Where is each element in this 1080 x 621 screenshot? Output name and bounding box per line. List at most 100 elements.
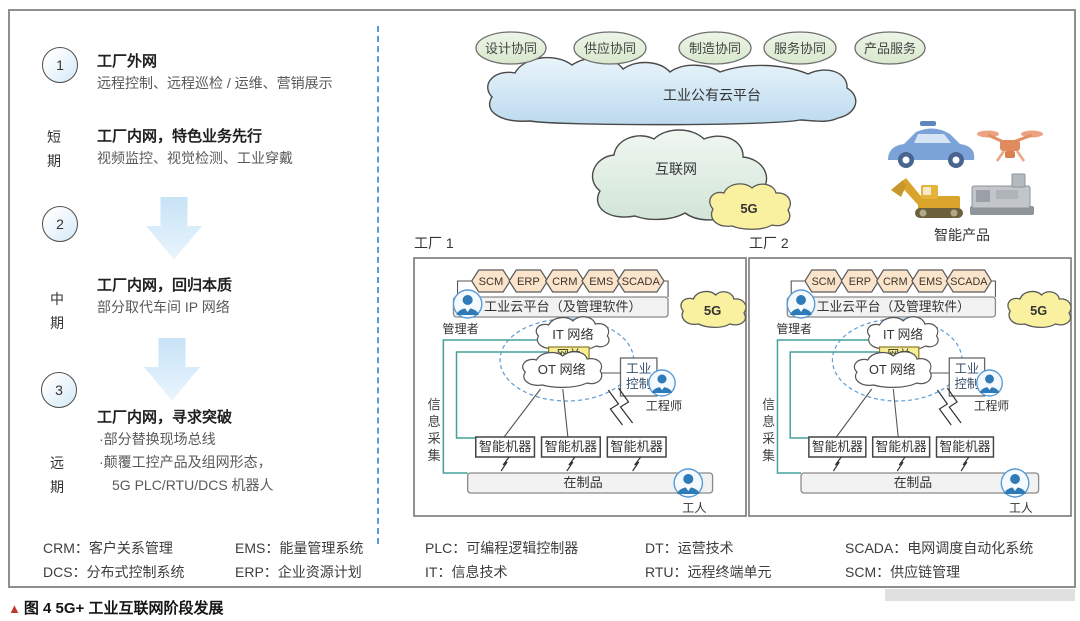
wip-bar [466, 472, 714, 494]
system-label: EMS [589, 276, 613, 288]
industrial-control-label: 控制 [955, 377, 980, 391]
stage1b-title: 工厂内网，特色业务先行 [97, 128, 263, 145]
system-label: SCM [479, 276, 504, 288]
stage3-bullet2: ·颠覆工控产品及组网形态， [99, 454, 272, 470]
svg-text:息: 息 [428, 414, 441, 429]
info-collection-line [789, 351, 885, 439]
step-circle-3: 3 [41, 372, 77, 408]
wireless-link-icon [832, 456, 970, 472]
smart-machine-box [935, 436, 995, 458]
smart-machine-box [871, 436, 931, 458]
svg-text:集: 集 [428, 448, 441, 463]
smart-machine-icon [970, 173, 1034, 215]
stage2-desc: 部分取代车间 IP 网络 [97, 299, 230, 315]
factory-cloud-platform-label: 工业云平台（及管理软件） [484, 299, 642, 314]
figure-caption-text: 图 4 5G+ 工业互联网阶段发展 [23, 600, 224, 617]
manager-label: 管理者 [442, 321, 478, 336]
system-chain: SCM ERP CRM EMS SCADA [470, 269, 665, 293]
cloud-diagram: 工业公有云平台 设计协同 供应协同 制造协同 服务协同 产品服务 互联网 5G [475, 31, 1043, 243]
it-network-cloud [866, 316, 939, 351]
smart-machine-box [540, 436, 602, 458]
step-circle-2: 2 [42, 206, 78, 242]
smart-machine-box [606, 436, 667, 458]
internet-5g-label: 5G [740, 201, 757, 216]
legend-column-2: EMS：能量管理系统 ERP：企业资源计划 [235, 536, 363, 584]
factory-5g-label: 5G [704, 303, 722, 318]
factory-5g-cloud [680, 290, 747, 329]
ot-network-label: OT 网络 [538, 362, 586, 377]
system-label: ERP [517, 276, 540, 288]
legend-item: PLC：可编程逻辑控制器 [425, 540, 579, 556]
step-circle-1: 1 [42, 47, 78, 83]
industrial-control-label: 控制 [626, 377, 651, 391]
smart-car-icon [888, 121, 975, 168]
smart-machine-box [474, 436, 536, 458]
wip-label: 在制品 [894, 475, 932, 490]
legend-item: DCS：分布式控制系统 [43, 564, 185, 580]
smart-products-label: 智能产品 [934, 227, 990, 243]
lightning-link-icon [607, 389, 623, 426]
svg-text:信: 信 [428, 397, 441, 412]
info-collection-label: 信 息 采 集 [762, 397, 775, 463]
svg-text:信: 信 [762, 397, 775, 412]
factory-name: 工厂 2 [749, 235, 789, 251]
down-arrow-icon [146, 197, 202, 261]
public-cloud-shape [487, 57, 857, 126]
info-collection-line [776, 339, 871, 474]
watermark-bar [885, 589, 1075, 601]
svg-text:集: 集 [762, 448, 775, 463]
figure-marker-icon: ▲ [8, 601, 21, 616]
ot-network-cloud [522, 351, 603, 388]
worker-icon [673, 468, 704, 498]
figure-caption: ▲图 4 5G+ 工业互联网阶段发展 [8, 597, 224, 618]
system-label: SCADA [622, 276, 661, 288]
ot-network-label: OT 网络 [869, 362, 916, 377]
service-oval-product: 产品服务 [854, 31, 926, 65]
engineer-icon [648, 369, 676, 397]
smart-products-icons [888, 121, 1043, 218]
engineer-label: 工程师 [974, 399, 1009, 413]
smart-machine-label: 智能机器 [876, 439, 927, 454]
svg-text:设计协同: 设计协同 [485, 41, 537, 56]
wireless-link-icon [500, 456, 642, 472]
svg-text:供应协同: 供应协同 [584, 41, 636, 56]
public-cloud-label: 工业公有云平台 [663, 87, 761, 103]
ot-network-cloud [853, 351, 932, 388]
down-arrow-icon [144, 338, 200, 402]
legend-item: CRM：客户关系管理 [43, 540, 173, 556]
industrial-control-label: 工业 [955, 362, 980, 376]
step-number: 1 [56, 57, 64, 73]
system-label: CRM [883, 276, 908, 288]
factory-5g-cloud [1007, 290, 1072, 329]
legend-column-5: SCADA：电网调度自动化系统 SCM：供应链管理 [845, 536, 1033, 584]
wip-label: 在制品 [563, 475, 602, 490]
factory-panel: 工厂 2 SCM ERP CRM EMS SCADA 工业云平台（及管理软件 [748, 235, 1072, 518]
system-label: CRM [552, 276, 577, 288]
it-network-label: IT 网络 [552, 327, 593, 342]
legend-column-1: CRM：客户关系管理 DCS：分布式控制系统 [43, 536, 185, 584]
svg-text:服务协同: 服务协同 [774, 41, 826, 56]
legend-item: ERP：企业资源计划 [235, 564, 362, 580]
stage1b-desc: 视频监控、视觉检测、工业穿戴 [97, 150, 293, 166]
industrial-control-label: 工业 [626, 362, 651, 376]
it-network-cloud [535, 316, 610, 351]
dashed-divider [377, 26, 379, 544]
service-oval-design: 设计协同 [475, 31, 547, 65]
stage2-title: 工厂内网，回归本质 [97, 277, 233, 294]
it-network-label: IT 网络 [883, 327, 923, 342]
stage3-bullet3: 5G PLC/RTU/DCS 机器人 [112, 477, 274, 493]
period-short-term: 短期 [47, 129, 61, 169]
stage3-title: 工厂内网，寻求突破 [97, 409, 233, 426]
svg-text:制造协同: 制造协同 [689, 41, 741, 56]
smart-machine-label: 智能机器 [939, 439, 990, 454]
smart-machine-label: 智能机器 [479, 439, 532, 454]
svg-text:采: 采 [762, 431, 775, 446]
svg-text:产品服务: 产品服务 [864, 41, 916, 56]
period-mid-term: 中期 [50, 291, 64, 331]
service-oval-service: 服务协同 [763, 31, 837, 65]
manager-label: 管理者 [776, 322, 811, 336]
system-label: SCADA [950, 276, 988, 288]
legend-column-3: PLC：可编程逻辑控制器 IT：信息技术 [425, 536, 578, 584]
smart-machine-label: 智能机器 [812, 439, 863, 454]
legend-item: DT：运营技术 [645, 540, 734, 556]
